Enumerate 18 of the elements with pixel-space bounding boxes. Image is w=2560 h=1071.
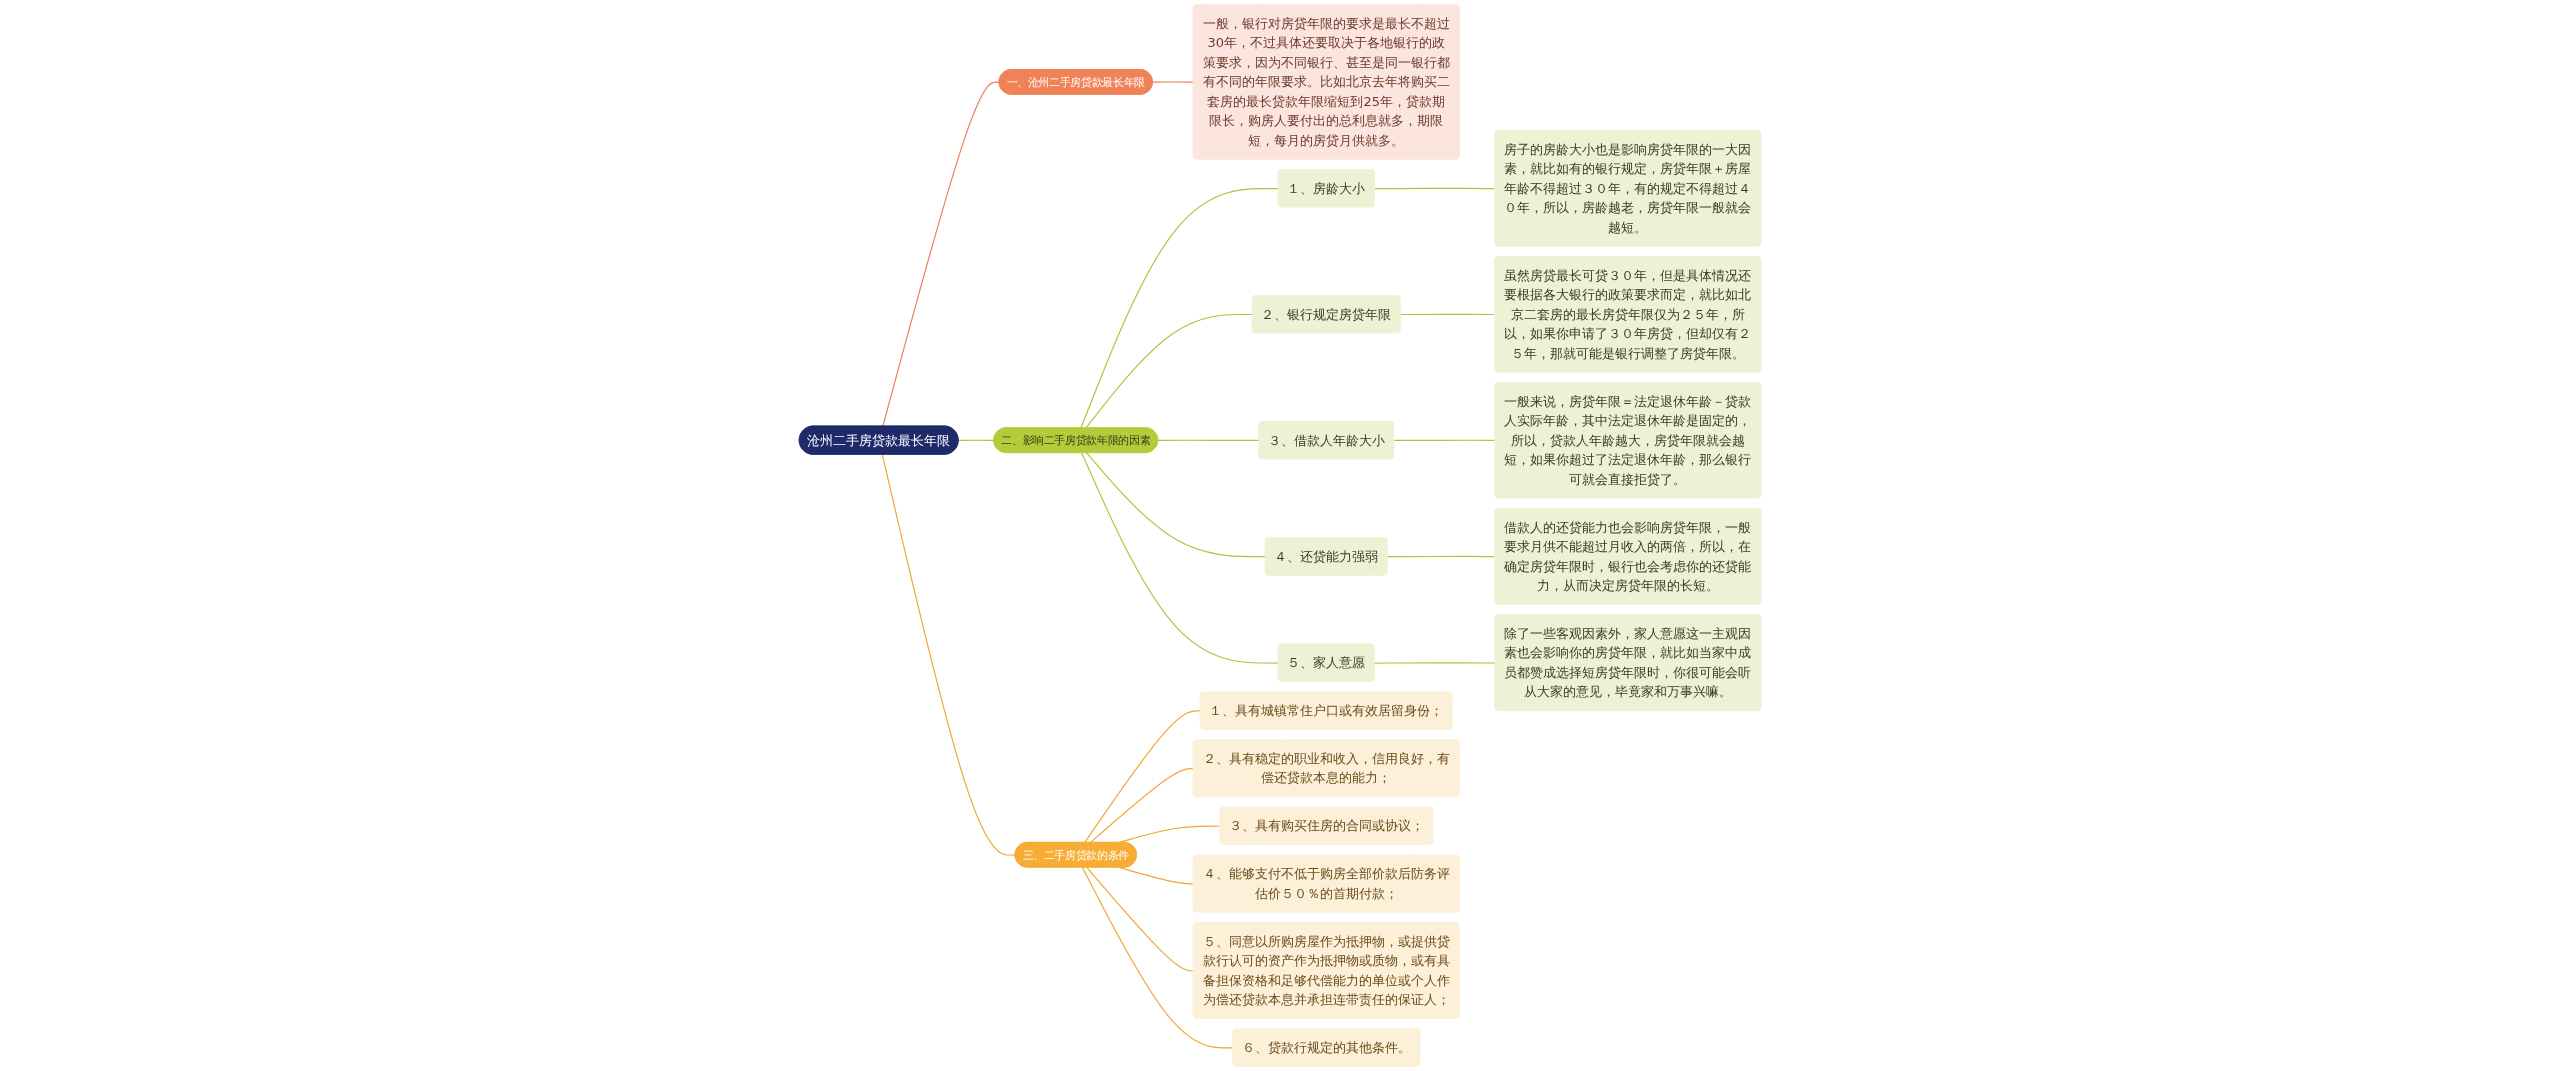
connector (1086, 452, 1267, 558)
connector (1089, 767, 1195, 844)
connector (1399, 313, 1496, 316)
connector (1386, 555, 1496, 558)
connector (1393, 439, 1496, 442)
connector (1081, 452, 1280, 664)
connector (1080, 187, 1280, 429)
connector (1084, 710, 1202, 844)
connector (1086, 866, 1195, 972)
connector (1152, 81, 1195, 83)
connector (1373, 662, 1496, 664)
connector (1085, 313, 1254, 429)
connector (881, 454, 1016, 856)
connector (882, 81, 1000, 427)
connector (1081, 866, 1234, 1049)
connector (1157, 439, 1260, 442)
connector (957, 439, 995, 442)
connector (1373, 187, 1496, 190)
